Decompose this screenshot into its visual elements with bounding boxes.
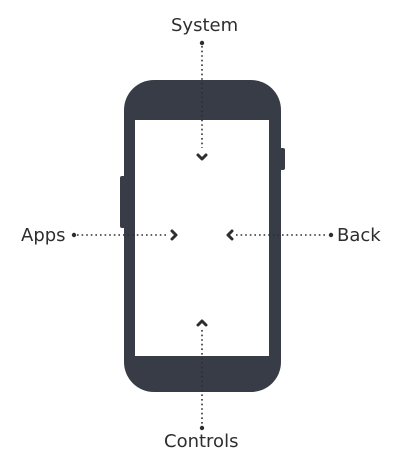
guide-dot-top: [199, 40, 205, 46]
chevron-right-icon: [170, 229, 178, 241]
guide-dot-left: [71, 232, 77, 238]
guide-dot-right: [328, 232, 334, 238]
label-system: System: [171, 15, 239, 36]
chevron-down-icon: [196, 153, 208, 161]
phone-side-button-right: [280, 148, 285, 170]
guide-dot-bottom: [199, 425, 205, 431]
label-back: Back: [337, 225, 381, 246]
label-apps: Apps: [21, 225, 66, 246]
chevron-up-icon: [196, 319, 208, 327]
label-controls: Controls: [164, 431, 239, 452]
chevron-left-icon: [226, 229, 234, 241]
